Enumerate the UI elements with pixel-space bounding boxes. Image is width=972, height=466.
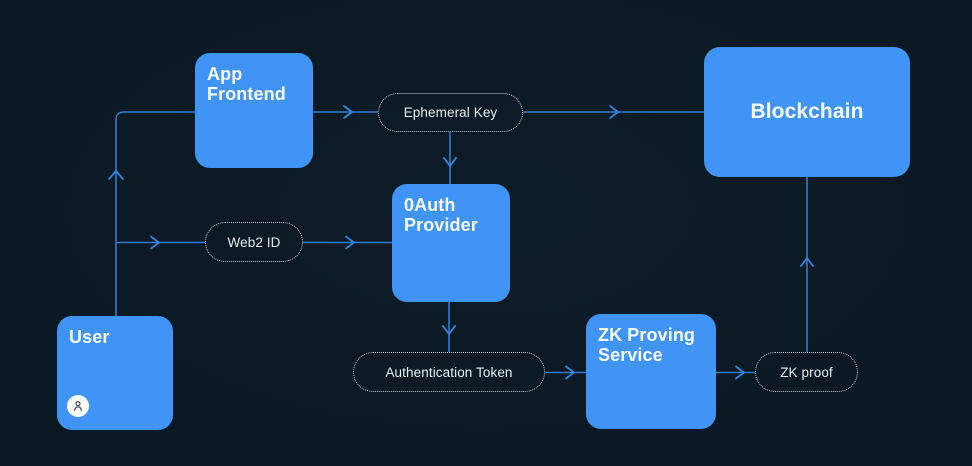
node-app-frontend-label: App Frontend [207,64,286,105]
pill-authentication-token: Authentication Token [353,352,545,392]
pill-web2-id-label: Web2 ID [227,234,281,250]
connector-user-to-web2-id [116,235,205,250]
connector-authentication-token-to-zk-proving-service [545,365,586,380]
node-blockchain: Blockchain [704,47,910,177]
pill-ephemeral-key-label: Ephemeral Key [403,105,498,120]
node-user: User [57,316,173,430]
person-icon [74,401,82,412]
connector-ephemeral-key-to-blockchain [523,105,704,119]
node-oauth-provider: 0Auth Provider [392,184,510,302]
connector-zk-proving-service-to-zk-proof [716,365,755,380]
node-blockchain-label: Blockchain [750,100,864,124]
node-oauth-provider-label: 0Auth Provider [404,195,478,236]
node-user-label: User [69,327,110,347]
node-app-frontend: App Frontend [195,53,313,168]
user-avatar-badge [67,395,89,417]
pill-zk-proof: ZK proof [755,352,858,392]
connector-oauth-provider-to-authentication-token [442,302,456,352]
connector-app-frontend-to-ephemeral-key [313,105,378,119]
pill-zk-proof-label: ZK proof [780,364,833,380]
pill-authentication-token-label: Authentication Token [385,364,513,380]
connector-zk-proof-to-blockchain [800,177,814,352]
connector-web2-id-to-oauth-provider [303,235,392,250]
node-zk-proving-service-label: ZK Proving Service [598,325,696,366]
pill-web2-id: Web2 ID [205,222,303,262]
pill-ephemeral-key: Ephemeral Key [378,93,523,132]
connector-user-to-app-frontend [108,111,195,316]
node-zk-proving-service: ZK Proving Service [586,314,716,429]
connector-ephemeral-key-to-oauth-provider [443,132,457,184]
